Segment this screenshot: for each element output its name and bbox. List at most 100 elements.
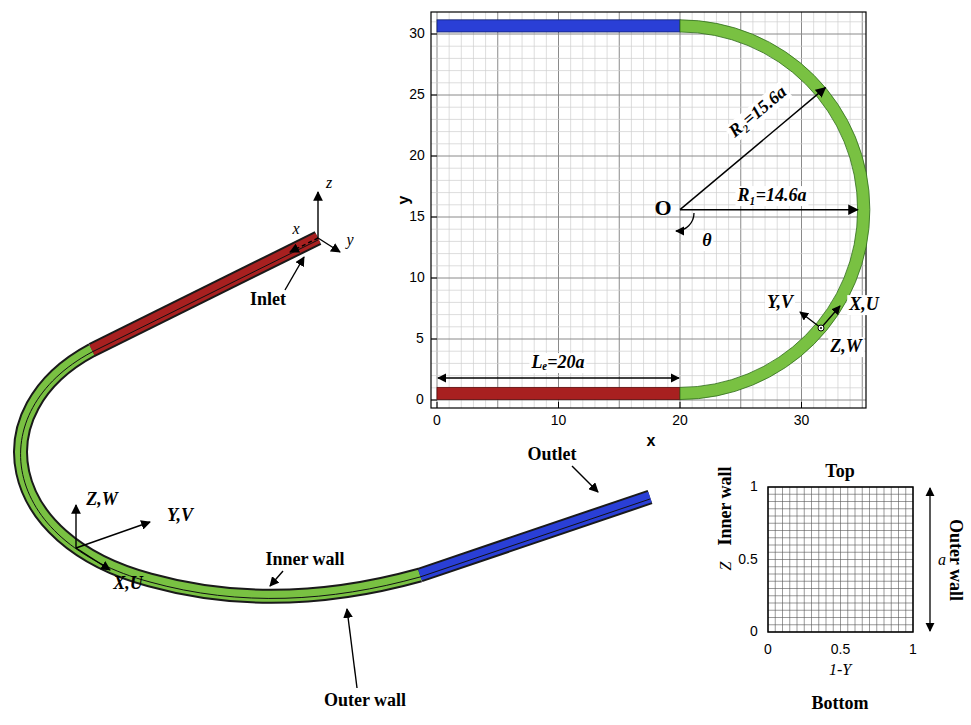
tick-mark	[431, 217, 437, 218]
grid-line	[431, 229, 866, 230]
tick-label: 30	[794, 413, 810, 428]
tick-mark	[558, 402, 559, 408]
tick-label: 0.5	[738, 552, 757, 567]
bend-duct-3d-edge	[21, 352, 420, 598]
axis-arrow	[800, 312, 821, 328]
mesh-line	[905, 487, 906, 632]
tick-mark	[431, 400, 437, 401]
grid-line	[497, 12, 498, 408]
axis-arrow	[290, 238, 318, 252]
tick-label: 10	[551, 413, 567, 428]
dimension-arrow	[438, 377, 679, 378]
grid-line	[570, 12, 571, 408]
cross-section-frame	[768, 487, 913, 632]
axis-arrow	[318, 238, 340, 252]
mesh-line	[898, 487, 899, 632]
outlet-duct-3d	[420, 497, 650, 575]
side-label: Inner wall	[716, 466, 736, 545]
radius-label: R₁=14.6a	[735, 186, 808, 206]
dimension-arrow	[929, 488, 930, 631]
grid-line	[431, 253, 866, 254]
grid-line	[431, 278, 866, 279]
tick-label: 10	[409, 270, 425, 285]
part-label: Inner wall	[265, 550, 344, 570]
grid-line	[431, 290, 866, 291]
axis-label: Y,V	[167, 506, 193, 526]
grid-line	[473, 12, 474, 408]
inlet-duct-3d-outline	[92, 238, 318, 350]
grid-line	[449, 12, 450, 408]
tick-label: 0.5	[831, 642, 850, 657]
tick-mark	[431, 95, 437, 96]
side-label: Bottom	[812, 694, 869, 714]
grid-line	[431, 82, 866, 83]
mesh-line	[768, 617, 913, 618]
axis-arrow	[76, 548, 110, 570]
grid-line	[431, 143, 866, 144]
grid-line	[607, 12, 608, 408]
grid-line	[431, 339, 866, 340]
grid-line	[431, 58, 866, 59]
leader-arrow	[347, 609, 357, 688]
tick-label: 0	[750, 624, 758, 639]
grid-line	[594, 12, 595, 408]
axis-label: Z,W	[86, 490, 118, 510]
axis-label: Z	[717, 562, 735, 571]
grid-line	[546, 12, 547, 408]
grid-line	[431, 326, 866, 327]
inlet-duct-3d	[92, 238, 318, 350]
leader-arrow	[572, 466, 598, 492]
grid-line	[509, 12, 510, 408]
grid-line	[431, 375, 866, 376]
axis-label: X,U	[847, 295, 881, 315]
grid-line	[522, 12, 523, 408]
tick-mark	[437, 402, 438, 408]
tick-label: 1	[909, 642, 917, 657]
bend-duct	[680, 20, 870, 400]
center-label: O	[654, 196, 671, 220]
tick-mark	[801, 402, 802, 408]
grid-line	[431, 34, 866, 35]
axis-label: Y,V	[765, 293, 795, 313]
grid-line	[437, 12, 438, 408]
inlet-duct	[437, 387, 680, 399]
leader-arrow	[270, 571, 283, 586]
axis-label: x	[292, 220, 299, 238]
grid-line	[485, 12, 486, 408]
tick-label: 0	[764, 642, 772, 657]
tick-mark	[431, 34, 437, 35]
tick-label: 30	[409, 26, 425, 41]
grid-line	[431, 363, 866, 364]
grid-line	[534, 12, 535, 408]
radius-label: R₂=15.6a	[724, 81, 793, 143]
axis-label: Z,W	[828, 337, 864, 357]
angle-arrow	[676, 213, 694, 231]
tick-label: 0	[433, 413, 441, 428]
grid-line	[631, 12, 632, 408]
grid-line	[431, 265, 866, 266]
axis-arrow	[821, 306, 840, 328]
tick-label: 1	[750, 479, 758, 494]
radius-arrow	[680, 209, 858, 211]
bend-duct-3d	[21, 350, 420, 596]
tick-label: 20	[409, 148, 425, 163]
axis-origin	[820, 327, 822, 329]
grid-line	[643, 12, 644, 408]
dimension-label: a	[938, 551, 946, 569]
grid-line	[582, 12, 583, 408]
tick-label: 20	[672, 413, 688, 428]
inlet-duct-3d-edge	[92, 240, 318, 352]
tick-label: 15	[409, 209, 425, 224]
tick-label: 0	[416, 392, 424, 407]
tick-mark	[680, 402, 681, 408]
grid-line	[431, 241, 866, 242]
grid-line	[431, 302, 866, 303]
side-label: Outer wall	[945, 519, 965, 601]
axis-title: x	[647, 432, 656, 450]
grid-line	[431, 180, 866, 181]
grid-line	[431, 131, 866, 132]
mesh-line	[768, 610, 913, 611]
